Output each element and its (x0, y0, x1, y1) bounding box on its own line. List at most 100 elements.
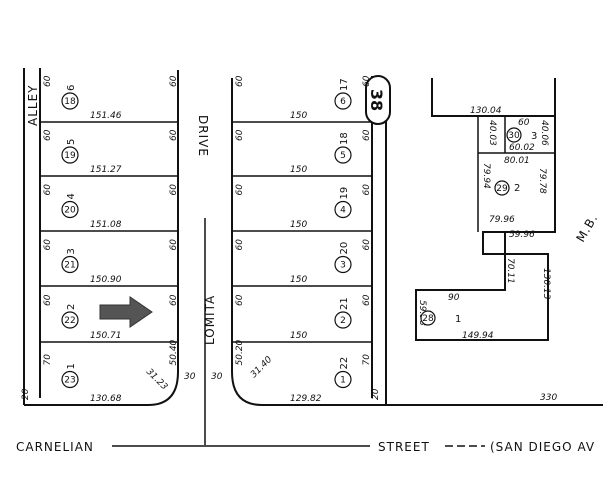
san-diego-label: (SAN DIEGO AV (490, 440, 595, 454)
sheet-ref-38: 38 (365, 75, 391, 125)
lot-frontage-east: 60 (169, 184, 179, 196)
lot-number: 2 (66, 304, 77, 310)
p30-d3: 40.03 (487, 120, 497, 146)
step-label: 59.96 (509, 230, 535, 240)
lot-number: 17 (339, 78, 350, 91)
parcel-number: 23 (64, 376, 75, 386)
p29-right: 79.78 (537, 168, 547, 194)
lot-frontage-west: 60 (235, 129, 245, 141)
parcel-circle (334, 146, 352, 164)
parcel-circle (61, 311, 79, 329)
lot-number: 5 (66, 139, 77, 145)
parcel-circle (334, 255, 352, 274)
street-label: STREET (378, 440, 430, 454)
lot-frontage-east: 60 (362, 239, 372, 251)
parcel-number: 19 (64, 151, 76, 161)
lot-frontage-east: 60 (362, 75, 372, 87)
lot-number: 21 (339, 297, 350, 310)
lot-number: 20 (339, 242, 350, 255)
parcel-circle (334, 370, 352, 389)
lot-frontage-west: 70 (43, 354, 53, 366)
lot-depth: 150 (290, 220, 307, 230)
lot-frontage-west: 60 (43, 75, 53, 87)
p29-top: 80.01 (504, 156, 530, 166)
lot-depth: 129.82 (290, 394, 322, 404)
p28-right: 130.13 (541, 268, 551, 300)
p28-left: 59.98 (417, 300, 427, 326)
p30-d4: 40.06 (539, 120, 549, 146)
p30-lot: 3 (531, 131, 537, 142)
east-frontage: 330 (540, 393, 557, 403)
p28-lot: 1 (455, 314, 461, 325)
right-corner-a: 30 (211, 372, 223, 382)
lot-frontage-west: 60 (43, 294, 53, 306)
parcel-circle (61, 200, 79, 219)
lot-frontage-east: 60 (169, 129, 179, 141)
p30-d1: 60 (518, 118, 530, 128)
east-block (386, 78, 603, 406)
lot-depth: 150 (290, 165, 307, 175)
left-block-lot: 19 5 151.27 60 60 (43, 129, 179, 175)
lot-depth: 150.71 (90, 331, 122, 341)
p29-left: 79.94 (481, 163, 491, 189)
left-corner-a: 20 (21, 388, 31, 400)
lot-depth: 151.27 (90, 165, 122, 175)
parcel-circle (334, 92, 352, 110)
alley-label: ALLEY (26, 85, 40, 127)
lomita-label: LOMITA (203, 295, 217, 345)
parcel-number: 21 (64, 261, 75, 271)
carnelian-label: CARNELIAN (16, 440, 94, 454)
lot-frontage-east: 60 (362, 184, 372, 196)
parcel-29-number: 29 (496, 184, 508, 194)
p30-d2: 60.02 (509, 143, 535, 153)
lot-frontage-east: 60 (362, 129, 372, 141)
parcel-number: 4 (340, 206, 346, 216)
left-block-lot: 23 1 130.68 70 50.40 (43, 339, 179, 404)
lot-number: 1 (66, 363, 77, 369)
lot-frontage-east: 60 (169, 294, 179, 306)
parcel-number: 5 (340, 151, 346, 161)
lot-frontage-east: 60 (362, 294, 372, 306)
lot-depth: 150.90 (90, 275, 122, 285)
lot-frontage-east: 70 (362, 354, 372, 366)
p29-lot: 2 (514, 183, 520, 194)
lot-frontage-west: 60 (235, 75, 245, 87)
parcel-number: 22 (64, 316, 75, 326)
parcel-number: 2 (340, 316, 346, 326)
parcel-number: 20 (64, 206, 76, 216)
parcel-29-circle (494, 180, 510, 196)
left-corner-b: 30 (184, 372, 196, 382)
parcel-30-number: 30 (508, 131, 520, 141)
lot-depth: 130.68 (90, 394, 122, 404)
lot-frontage-east: 60 (169, 75, 179, 87)
lot-depth: 150 (290, 111, 307, 121)
parcel-28-circle (420, 310, 436, 326)
lot-frontage-west: 60 (43, 129, 53, 141)
parcel-circle (61, 370, 79, 389)
parcel-circle (61, 146, 79, 164)
lot-frontage-west: 60 (235, 294, 245, 306)
right-block (231, 76, 387, 406)
east-block-labels: 130.04 60 60.02 40.03 40.06 30 3 80.01 7… (417, 106, 557, 403)
p28-bottom: 149.94 (462, 331, 494, 341)
lot-frontage-west: 60 (235, 184, 245, 196)
p28-top: 90 (448, 293, 460, 303)
lot-frontage-west: 60 (235, 239, 245, 251)
parcel-circle (334, 311, 352, 329)
lot-number: 22 (339, 357, 350, 370)
right-corner-b: 20 (371, 388, 381, 400)
lot-frontage-west: 60 (43, 184, 53, 196)
lot-frontage-east: 50.40 (169, 339, 179, 365)
lot-frontage-west: 60 (43, 239, 53, 251)
left-block (23, 68, 179, 406)
